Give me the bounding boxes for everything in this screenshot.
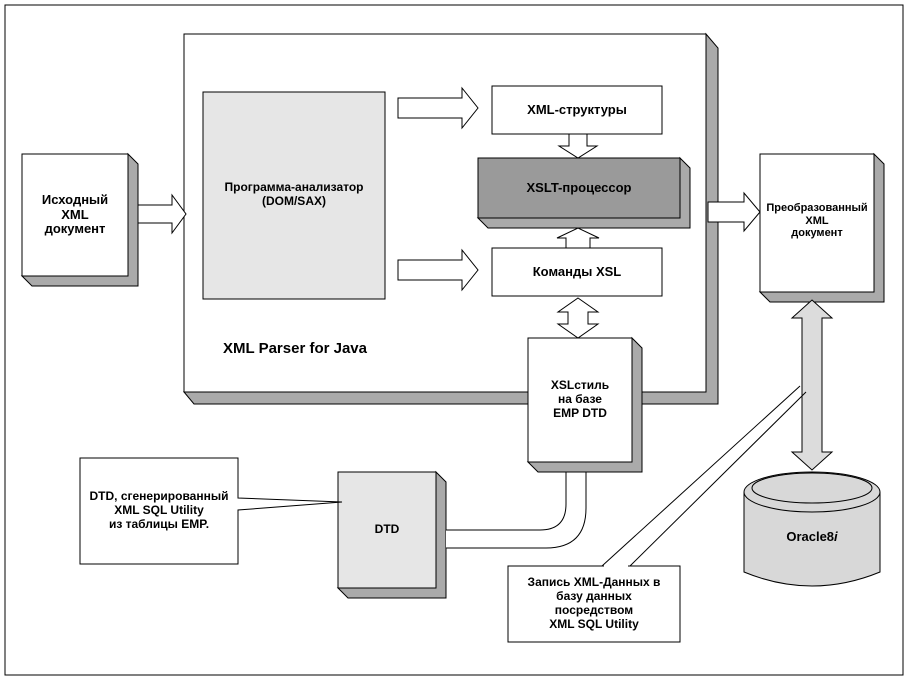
source-doc-box: [20, 152, 139, 287]
xsl-style-label: XSLстиль на базе EMP DTD: [550, 378, 610, 420]
write-callout: [507, 385, 807, 643]
xsl-commands-label: Команды XSL: [532, 263, 622, 279]
source-doc-label: Исходный XML документ: [41, 191, 109, 237]
dtd-callout-text: DTD, сгенерированный XML SQL Utility из …: [89, 489, 229, 531]
xsl-commands-box: [491, 247, 663, 297]
dtd-to-xsl-pipe: [446, 471, 587, 549]
xml-structures-label: XML-структуры: [527, 101, 627, 117]
arrow-source-to-parser: [137, 193, 187, 235]
arrow-to-structures: [397, 86, 479, 130]
xml-structures-box: [491, 85, 663, 135]
database-cylinder: [743, 471, 881, 587]
dtd-label: DTD: [374, 522, 400, 537]
arrow-result-database: [790, 299, 834, 471]
xsl-style-box: [526, 336, 643, 473]
arrow-commands-xsl-style: [556, 297, 600, 339]
write-callout-text: Запись XML-Данных в базу данных посредст…: [527, 575, 661, 631]
dtd-box: [336, 470, 447, 599]
xslt-processor-box: [476, 156, 691, 229]
parser-title: XML Parser for Java: [223, 340, 367, 358]
result-doc-label: Преобразованный XML документ: [766, 202, 868, 240]
arrow-processor-to-result: [707, 191, 761, 233]
outer-frame: [4, 4, 904, 676]
result-doc-box: [758, 152, 885, 303]
database-suffix: i: [834, 528, 838, 544]
arrow-to-commands: [397, 248, 479, 292]
arrow-structures-to-processor: [557, 133, 599, 159]
dtd-callout: [79, 457, 343, 565]
database-name: Oracle8: [786, 528, 835, 544]
parser-program-label: Программа-анализатор (DOM/SAX): [224, 180, 364, 208]
arrow-commands-to-processor: [556, 227, 600, 249]
xslt-processor-label: XSLT-процессор: [526, 179, 632, 195]
parser-program-box: [202, 91, 386, 300]
